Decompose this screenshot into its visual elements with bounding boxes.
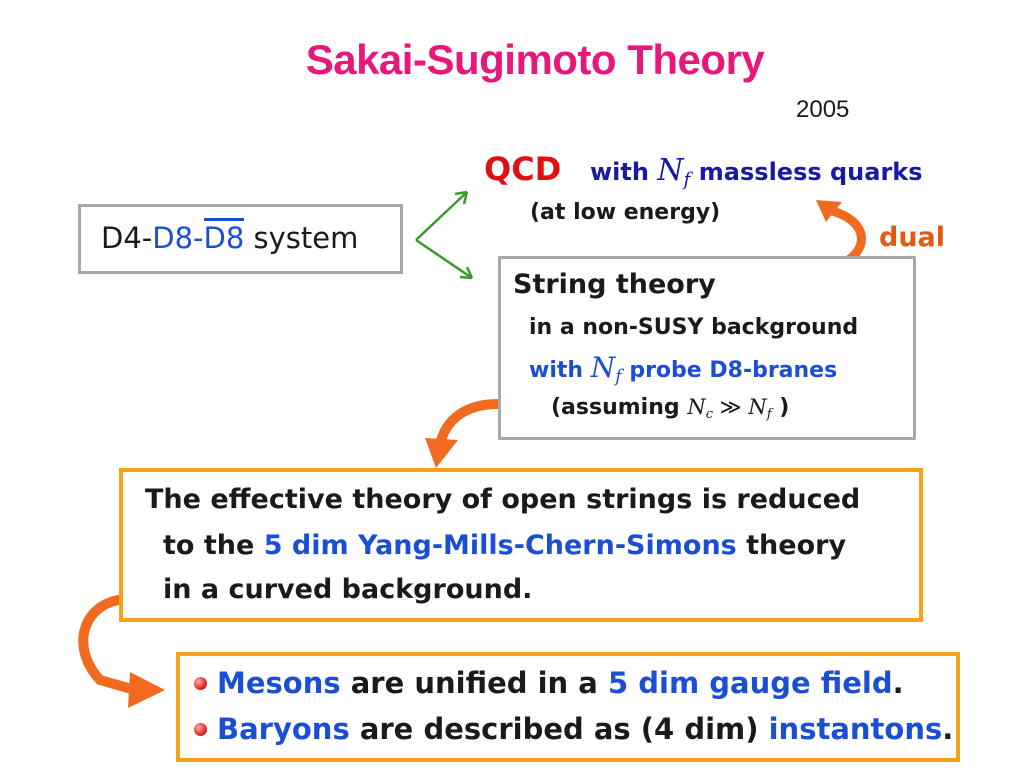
orange-arrow-2 — [78, 595, 140, 695]
green-arrow-down — [415, 238, 473, 280]
year-label: 2005 — [796, 96, 850, 123]
system-box: D4-D8-D8 system — [78, 204, 403, 274]
assume-close: ) — [779, 395, 790, 420]
bullet-baryons: Baryons are described as (4 dim) instant… — [194, 712, 953, 746]
string-with: with — [529, 358, 584, 383]
system-suffix: system — [244, 221, 359, 255]
string-probe: probe D8-branes — [629, 358, 838, 383]
bullet-dot-icon — [194, 677, 207, 690]
system-d8bar: D8 — [203, 218, 245, 255]
results-box: Mesons are unified in a 5 dim gauge fiel… — [176, 652, 960, 762]
orange-arrow-1 — [435, 399, 503, 450]
string-line1: String theory — [513, 269, 716, 300]
orange-arrow-1-head — [425, 438, 458, 468]
system-dash: - — [193, 221, 204, 255]
string-line2: in a non-SUSY background — [529, 315, 859, 340]
nc-gg-nf: Nc ≫ Nf — [687, 395, 772, 422]
dual-label: dual — [879, 222, 946, 253]
bullet-mesons: Mesons are unified in a 5 dim gauge fiel… — [194, 666, 904, 700]
string-theory-box: String theory in a non-SUSY background w… — [498, 256, 916, 440]
effective-theory-box: The effective theory of open strings is … — [119, 468, 923, 622]
assume-open: (assuming — [551, 395, 680, 420]
dual-arrow-head-top — [816, 200, 842, 222]
qcd-label: QCD — [484, 150, 562, 188]
qcd-massless: massless quarks — [698, 158, 923, 186]
qcd-with: with — [589, 158, 649, 186]
page-title: Sakai-Sugimoto Theory — [305, 36, 765, 83]
system-d8: D8 — [152, 221, 194, 255]
qcd-nf-symbol: Nf — [657, 153, 691, 191]
orange-arrow-2-head — [128, 672, 165, 708]
string-nf-symbol: Nf — [590, 351, 622, 388]
qcd-line: QCD with Nf massless quarks — [484, 150, 923, 191]
qcd-low-energy: (at low energy) — [530, 200, 721, 225]
effective-ymcs: 5 dim Yang-Mills-Chern-Simons — [263, 530, 737, 561]
green-arrow-up-head — [454, 190, 469, 205]
effective-line3: in a curved background. — [163, 574, 533, 605]
system-prefix: D4- — [101, 221, 153, 255]
string-line3: with Nf probe D8-branes — [529, 351, 837, 387]
green-arrow-down-head — [459, 266, 474, 280]
effective-line1: The effective theory of open strings is … — [145, 484, 861, 515]
green-arrow-up — [415, 191, 468, 241]
string-line4: (assuming Nc ≫ Nf ) — [551, 395, 789, 422]
effective-line2: to the 5 dim Yang-Mills-Chern-Simons the… — [163, 530, 847, 561]
bullet-dot-icon — [194, 723, 207, 736]
